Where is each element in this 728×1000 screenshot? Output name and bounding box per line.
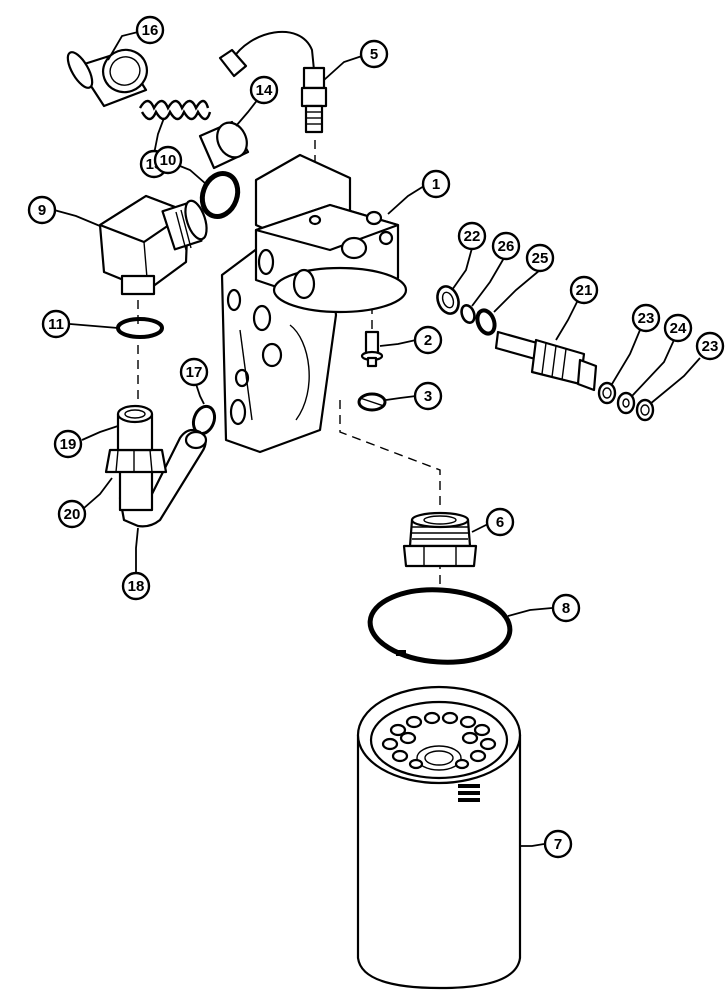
- callout-18: 18: [121, 571, 151, 601]
- callout-label: 6: [496, 514, 504, 531]
- callout-label: 1: [432, 176, 440, 193]
- callout-23-left: 23: [631, 303, 661, 333]
- callout-22: 22: [457, 221, 487, 251]
- filter-marking: [458, 784, 480, 802]
- o-ring-small-part: [116, 317, 164, 339]
- callout-label: 26: [498, 238, 515, 255]
- callout-label: 17: [186, 364, 203, 381]
- callout-label: 11: [48, 316, 64, 333]
- callout-label: 8: [562, 600, 570, 617]
- callout-10: 10: [153, 145, 183, 175]
- callout-label: 22: [464, 228, 481, 245]
- clip-part: [357, 392, 387, 412]
- plug-part: [198, 120, 250, 170]
- callout-17: 17: [179, 357, 209, 387]
- callout-label: 9: [38, 202, 46, 219]
- callout-label: 7: [554, 836, 562, 853]
- callout-label: 23: [638, 310, 655, 327]
- callout-11: 11: [41, 309, 71, 339]
- spring-part: [138, 99, 212, 121]
- valve-cartridge-part: [494, 330, 598, 392]
- callout-label: 5: [370, 46, 378, 63]
- washer-part: [436, 285, 460, 315]
- o-ring-25-part: [475, 308, 497, 336]
- callout-20: 20: [57, 499, 87, 529]
- filter-holes: [381, 711, 497, 770]
- callout-label: 21: [576, 282, 593, 299]
- callout-25: 25: [525, 243, 555, 273]
- callout-label: 23: [702, 338, 719, 355]
- callout-9: 9: [27, 195, 57, 225]
- pin-part: [360, 330, 384, 368]
- tee-fitting-part: [104, 404, 208, 528]
- nut-right-part: [635, 398, 655, 422]
- washer-24-part: [616, 391, 636, 415]
- callout-label: 25: [532, 250, 549, 267]
- elbow-fitting-part: [98, 194, 208, 296]
- callout-8: 8: [551, 593, 581, 623]
- callout-16: 16: [135, 15, 165, 45]
- sleeve-part: [66, 48, 148, 108]
- callout-label: 19: [60, 436, 77, 453]
- callout-label: 24: [670, 320, 687, 337]
- callout-label: 2: [424, 332, 432, 349]
- seal-ring-part: [367, 587, 513, 665]
- callout-3: 3: [413, 381, 443, 411]
- callout-label: 10: [160, 152, 177, 169]
- callout-label: 18: [128, 578, 145, 595]
- callout-label: 3: [424, 388, 432, 405]
- sensor-part: [218, 31, 328, 134]
- adapter-part: [402, 511, 478, 568]
- callout-7: 7: [543, 829, 573, 859]
- callout-26: 26: [491, 231, 521, 261]
- callout-2: 2: [413, 325, 443, 355]
- callout-label: 16: [142, 22, 159, 39]
- filter-head-part: [220, 153, 408, 454]
- callout-21: 21: [569, 275, 599, 305]
- callout-5: 5: [359, 39, 389, 69]
- callout-19: 19: [53, 429, 83, 459]
- callout-24: 24: [663, 313, 693, 343]
- filter-canister-part: [356, 685, 522, 990]
- callout-label: 14: [256, 82, 273, 99]
- callout-14: 14: [249, 75, 279, 105]
- callout-label: 20: [64, 506, 81, 523]
- nut-left-part: [597, 381, 617, 405]
- callout-6: 6: [485, 507, 515, 537]
- callout-23-right: 23: [695, 331, 725, 361]
- o-ring-part: [199, 171, 241, 219]
- callout-1: 1: [421, 169, 451, 199]
- o-ring-26-part: [460, 303, 476, 325]
